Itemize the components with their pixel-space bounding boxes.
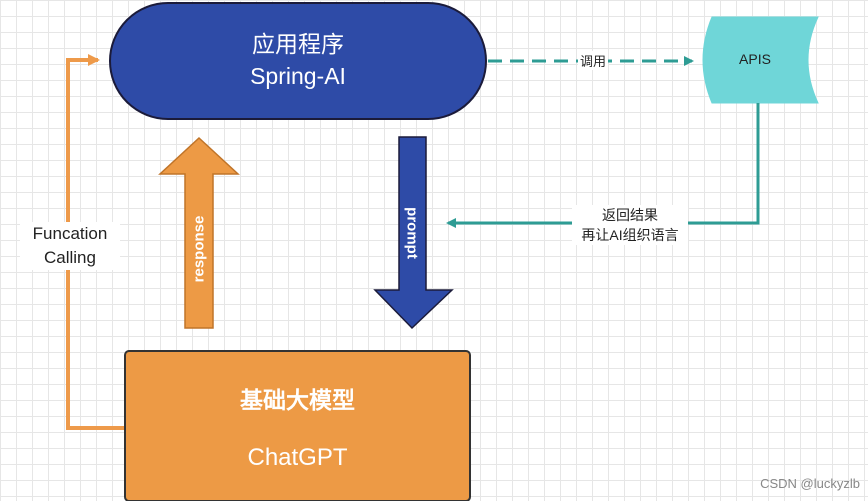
- function-calling-line2: Calling: [44, 248, 96, 267]
- return-edge-label: 返回结果 再让AI组织语言: [572, 205, 688, 245]
- model-name: ChatGPT: [247, 444, 348, 471]
- model-title: 基础大模型: [240, 387, 355, 413]
- response-label: response: [190, 215, 208, 283]
- call-edge-label: 调用: [578, 51, 609, 70]
- watermark: CSDN @luckyzlb: [760, 476, 860, 491]
- function-calling-label: Funcation Calling: [20, 222, 120, 270]
- app-label: 应用程序 Spring-AI: [110, 28, 486, 92]
- model-node: [124, 350, 471, 501]
- function-calling-line1: Funcation: [32, 224, 108, 243]
- app-node: [109, 2, 487, 120]
- prompt-label: prompt: [403, 207, 421, 259]
- return-label-line1: 返回结果: [602, 207, 658, 223]
- app-title: 应用程序: [252, 31, 344, 57]
- prompt-arrow: [373, 136, 454, 330]
- return-edge: [446, 103, 760, 228]
- response-arrow: [158, 136, 240, 329]
- apis-label: APIS: [739, 51, 771, 67]
- app-subtitle: Spring-AI: [250, 63, 346, 89]
- return-label-line2: 再让AI组织语言: [581, 227, 679, 243]
- apis-node: [702, 16, 819, 104]
